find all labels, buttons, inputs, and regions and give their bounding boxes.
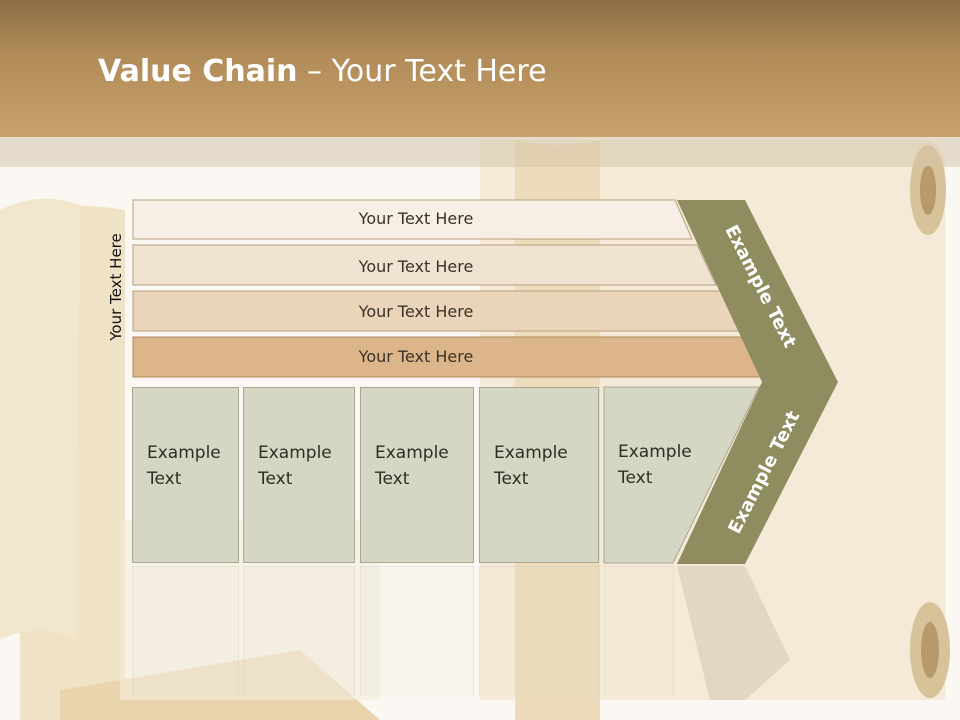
chevron-shape (677, 200, 838, 564)
bar-1-label: Your Text Here (358, 209, 474, 228)
box-2-line1: Example (258, 443, 332, 463)
title-bold: Value Chain (98, 54, 298, 89)
chevron-reflection (677, 566, 790, 700)
bar-2 (132, 244, 717, 286)
slide-title: Value Chain – Your Text Here (98, 54, 547, 89)
box-5-line1: Example (618, 442, 692, 462)
bar-1 (132, 199, 693, 240)
boxes-reflection (132, 566, 762, 696)
box-3-line2: Text (375, 469, 410, 489)
title-rest: – Your Text Here (297, 54, 547, 89)
box-5-line2: Text (618, 468, 653, 488)
box-5-shape (603, 386, 760, 564)
box-2-line2: Text (258, 469, 293, 489)
box-1-line2: Text (147, 469, 182, 489)
header-band (0, 137, 960, 167)
boxes-reflection-inner (132, 566, 762, 696)
bar-3-label: Your Text Here (358, 302, 474, 321)
box-3-line1: Example (375, 443, 449, 463)
header-bar (0, 0, 960, 137)
box-1-line1: Example (147, 443, 221, 463)
bar-4-label: Your Text Here (358, 347, 474, 366)
bar-2-label: Your Text Here (358, 257, 474, 276)
box-4-line1: Example (494, 443, 568, 463)
box-4-line2: Text (494, 469, 529, 489)
